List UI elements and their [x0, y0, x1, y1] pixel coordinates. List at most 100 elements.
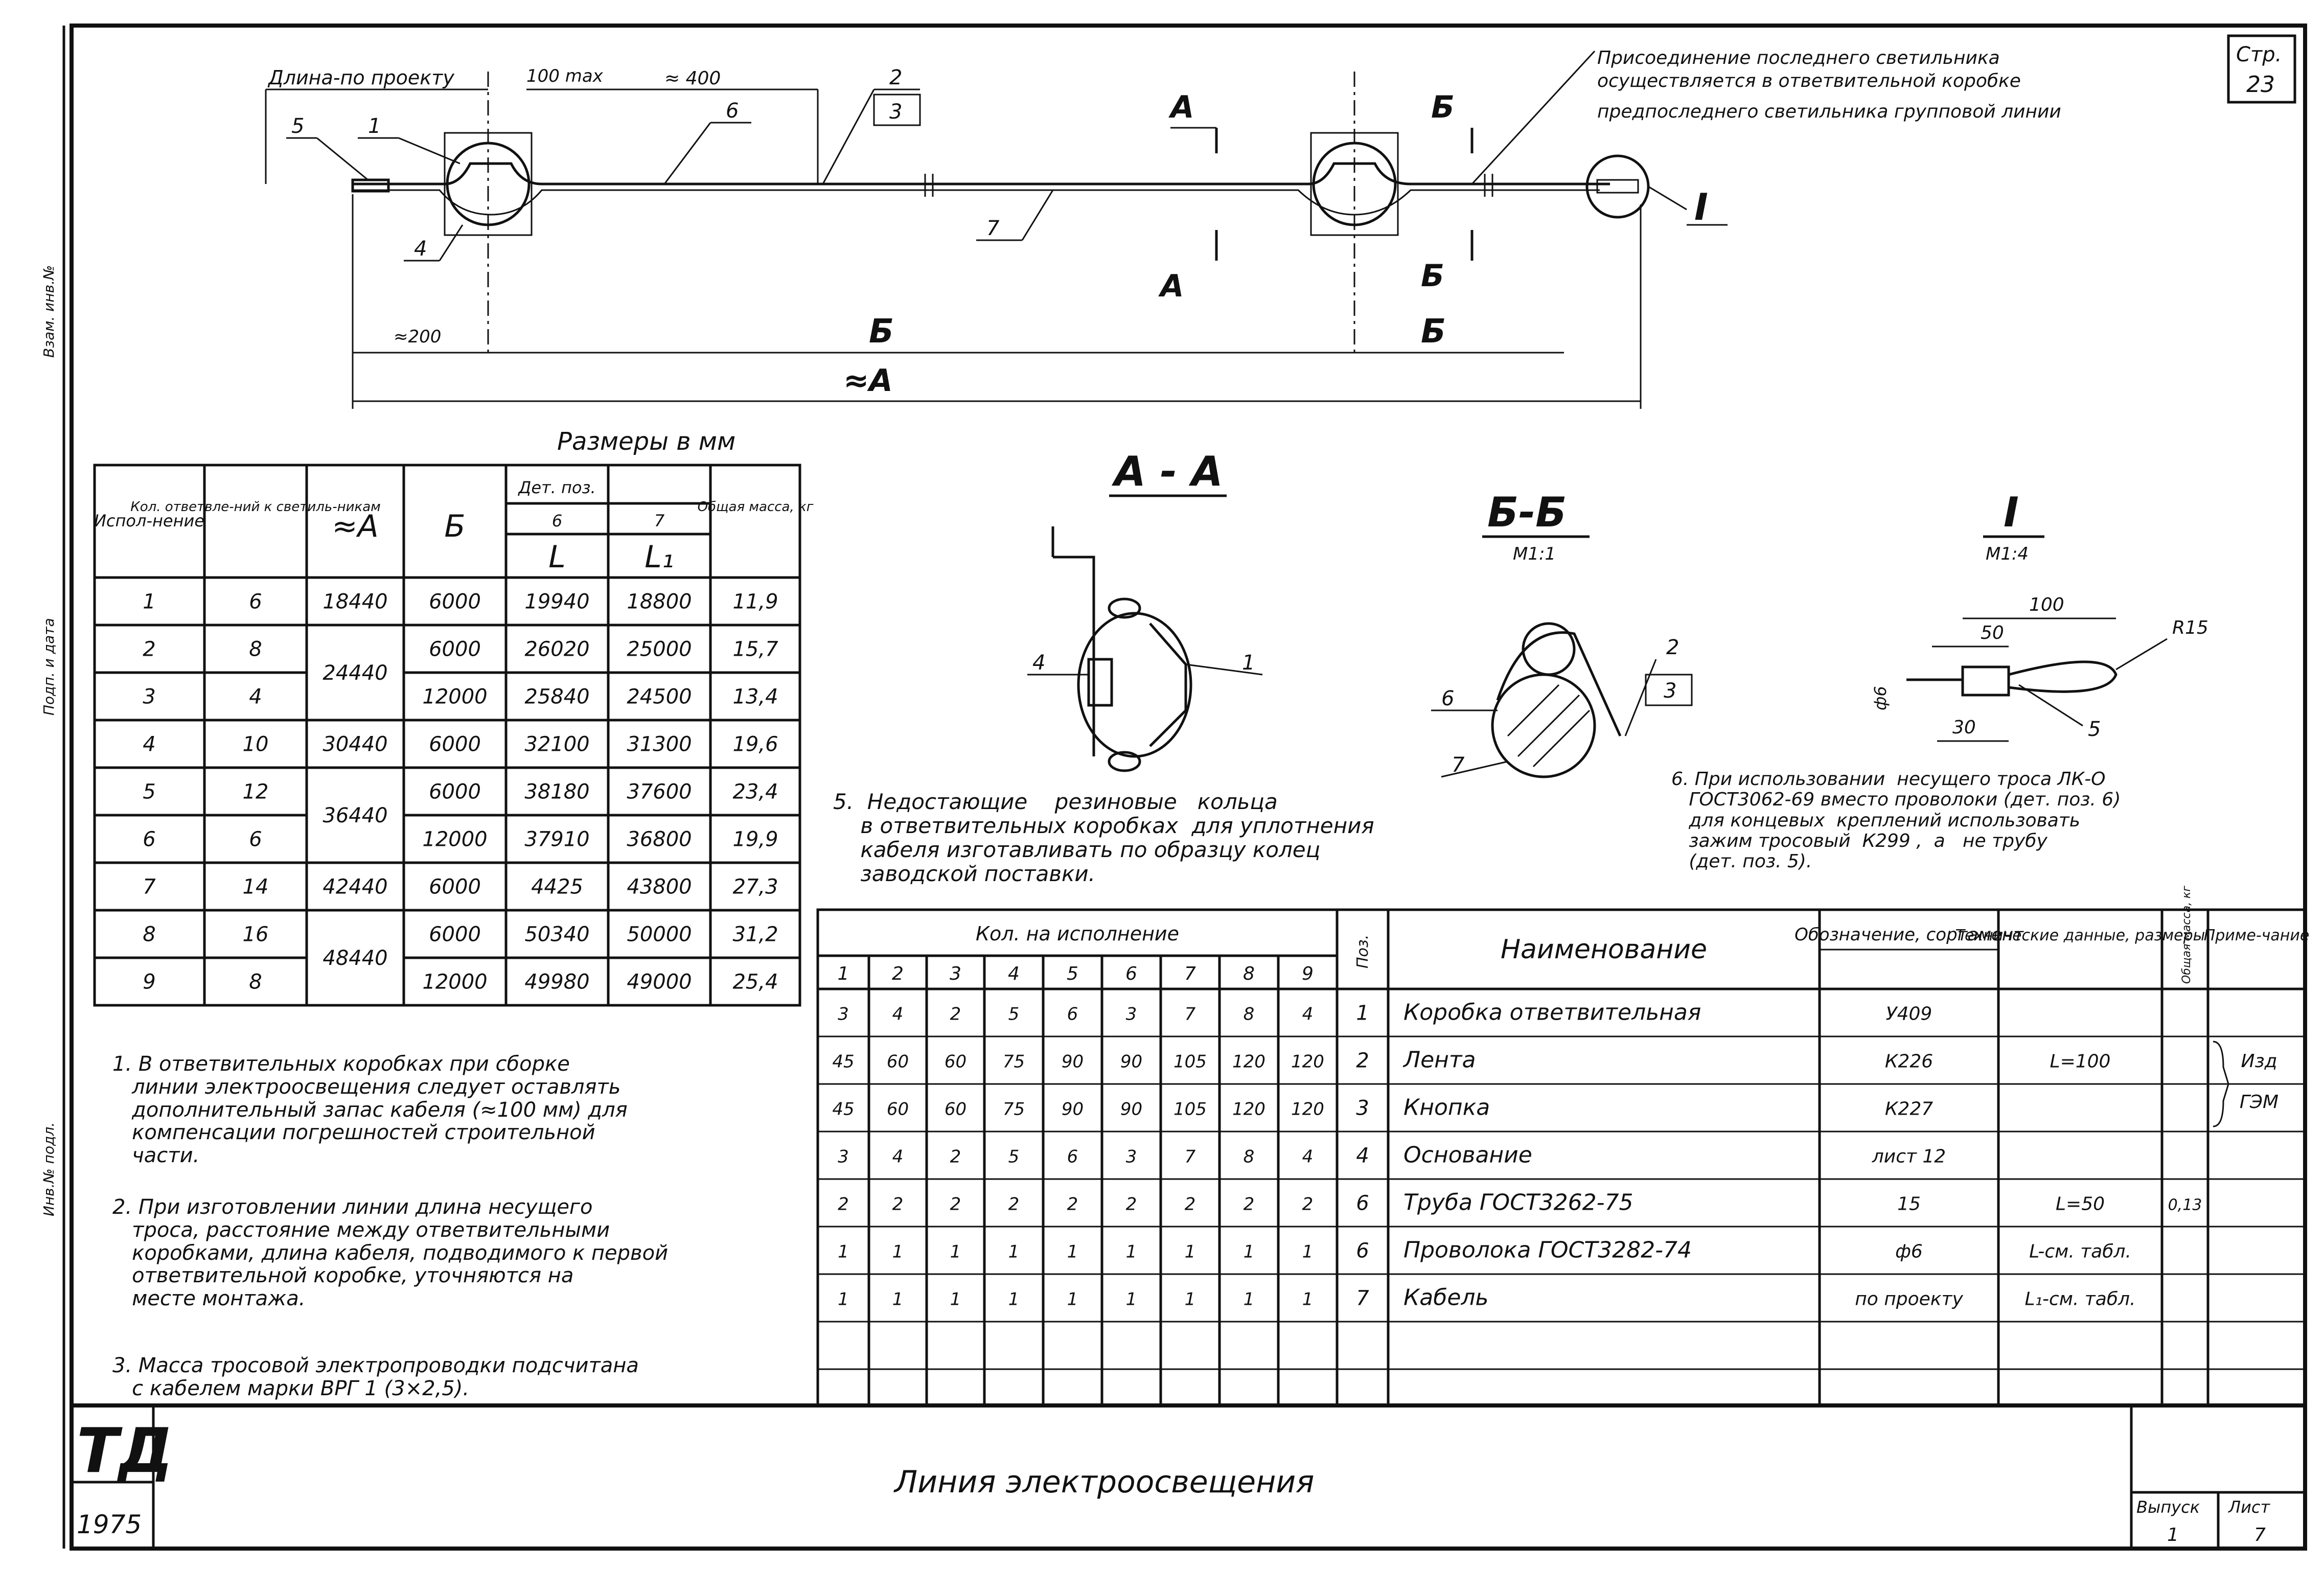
size-cell-branches: 8	[249, 971, 262, 994]
size-cell-branches: 10	[243, 733, 269, 756]
spec-brace	[2213, 1041, 2229, 1127]
spec-cell-qty: 3	[1126, 1147, 1137, 1167]
spec-cell-tech: L-см. табл.	[2029, 1241, 2131, 1262]
i-dim: 50	[1981, 622, 2004, 643]
spec-cell-qty: 1	[1185, 1289, 1196, 1310]
dim-B-label-2: Б	[1421, 313, 1446, 351]
note-6: 6. При использовании несущего троса ЛК-О…	[1671, 769, 2121, 872]
spec-head-mark: Обозначение, сортамент	[1794, 925, 2024, 945]
spec-cell-qty: 120	[1291, 1099, 1324, 1120]
size-cell-L: 25840	[524, 685, 589, 709]
size-cell-mass: 27,3	[732, 875, 778, 899]
spec-cell-qty: 3	[838, 1004, 849, 1025]
spec-note: Изд	[2241, 1051, 2277, 1072]
section-bb-title: Б-Б	[1487, 489, 1567, 536]
spec-cell-name: Основание	[1403, 1142, 1532, 1168]
spec-cell-qty: 1	[1244, 1242, 1255, 1262]
title-block: ТД 1975 Линия электроосвещения Выпуск 1 …	[72, 1403, 2305, 1549]
spec-cell-name: Лента	[1402, 1047, 1476, 1073]
spec-cell-qty: 5	[1008, 1147, 1020, 1167]
spec-head-col: 1	[838, 963, 849, 984]
size-cell-L1: 37600	[627, 780, 692, 804]
spec-cell-qty: 4	[1302, 1147, 1314, 1167]
section-mark-B-top: Б	[1431, 89, 1455, 125]
spec-cell-qty: 6	[1067, 1147, 1078, 1167]
size-cell-mass: 31,2	[732, 923, 778, 947]
size-cell-branches: 6	[249, 590, 262, 614]
side-margin: Инв.№ подл. Подп. и дата Взам. инв.№	[40, 265, 57, 1216]
spec-cell-qty: 4	[892, 1004, 904, 1025]
callout-pos: 4	[414, 237, 427, 261]
spec-cell-qty: 1	[838, 1242, 849, 1262]
bb-pos: 3	[1664, 679, 1676, 703]
stamp-td: ТД	[77, 1416, 173, 1487]
spec-cell-qty: 8	[1244, 1004, 1255, 1025]
size-cell-exec: 1	[143, 590, 155, 614]
spec-cell-mark: К226	[1885, 1051, 1933, 1072]
i-leader-r15	[2115, 638, 2168, 671]
bb-wire	[1522, 622, 1576, 676]
bb-leader	[1441, 760, 1508, 778]
spec-cell-qty: 60	[945, 1099, 967, 1120]
spec-cell-mark: У409	[1886, 1004, 1932, 1025]
spec-cell-qty: 2	[950, 1004, 961, 1025]
spec-cell-qty: 60	[945, 1052, 967, 1072]
issue-label: Выпуск	[2136, 1497, 2200, 1517]
spec-head-mass: Общая масса, кг	[2180, 886, 2193, 984]
spec-head-pos: Поз.	[1354, 935, 1372, 968]
callout-leader	[1021, 190, 1054, 241]
i-tube	[1961, 665, 2010, 697]
dim-200-label: ≈200	[394, 327, 441, 347]
size-cell-L: 49980	[524, 971, 589, 994]
spec-cell-qty: 2	[1302, 1194, 1314, 1215]
bb-band	[1496, 631, 1622, 737]
size-cell-mass: 25,4	[732, 971, 778, 994]
spec-cell-qty: 1	[838, 1289, 849, 1310]
spec-cell-qty: 75	[1003, 1099, 1025, 1120]
spec-head-col: 6	[1125, 963, 1137, 984]
end-fitting-right	[1596, 179, 1639, 194]
size-cell-exec: 6	[143, 828, 155, 851]
spec-cell-name: Коробка ответвительная	[1403, 1000, 1701, 1026]
size-cell-B: 12000	[422, 971, 487, 994]
size-cell-A: 48440	[323, 947, 387, 970]
spec-cell-qty: 1	[1302, 1289, 1314, 1310]
spec-table-frame	[816, 908, 2307, 1407]
size-cell-A: 36440	[323, 804, 387, 827]
dim-100max-label: 100 max	[526, 66, 604, 86]
spec-cell-qty: 120	[1291, 1052, 1324, 1072]
detail-I-leader	[1648, 186, 1687, 211]
size-head-mass: Общая масса, кг	[698, 499, 814, 515]
spec-cell-mark: лист 12	[1872, 1146, 1946, 1167]
i-dim: 30	[1952, 717, 1976, 738]
spec-cell-qty: 8	[1244, 1147, 1255, 1167]
spec-cell-qty: 7	[1185, 1147, 1196, 1167]
side-margin-label: Подп. и дата	[40, 618, 57, 716]
spec-cell-qty: 1	[1126, 1289, 1137, 1310]
size-cell-B: 6000	[429, 923, 481, 947]
size-cell-B: 12000	[422, 685, 487, 709]
size-cell-exec: 9	[143, 971, 155, 994]
spec-cell-qty: 1	[1185, 1242, 1196, 1262]
i-dim: R15	[2172, 617, 2208, 638]
spec-cell-qty: 2	[950, 1147, 961, 1167]
spec-cell-qty: 1	[1067, 1242, 1078, 1262]
spec-cell-qty: 90	[1062, 1099, 1084, 1120]
size-cell-B: 6000	[429, 590, 481, 614]
spec-cell-qty: 1	[1302, 1242, 1314, 1262]
size-cell-mass: 19,9	[732, 828, 778, 851]
spec-cell-qty: 3	[1126, 1004, 1137, 1025]
spec-cell-pos: 4	[1356, 1144, 1369, 1168]
size-cell-mass: 13,4	[732, 685, 778, 709]
spec-head-col: 2	[892, 963, 904, 984]
note-5: 5. Недостающие резиновые кольца в ответв…	[833, 789, 1374, 887]
detail-i-scale: М1:4	[1986, 544, 2029, 564]
spec-cell-qty: 120	[1232, 1099, 1265, 1120]
spec-cell-qty: 1	[950, 1242, 961, 1262]
bb-hatch	[1517, 694, 1580, 757]
size-head-branches: Кол. ответвле-ний к светиль-никам	[130, 499, 381, 515]
size-cell-branches: 14	[243, 875, 269, 899]
size-cell-mass: 15,7	[732, 638, 778, 661]
size-cell-L: 19940	[524, 590, 589, 614]
aa-base	[1087, 658, 1113, 707]
